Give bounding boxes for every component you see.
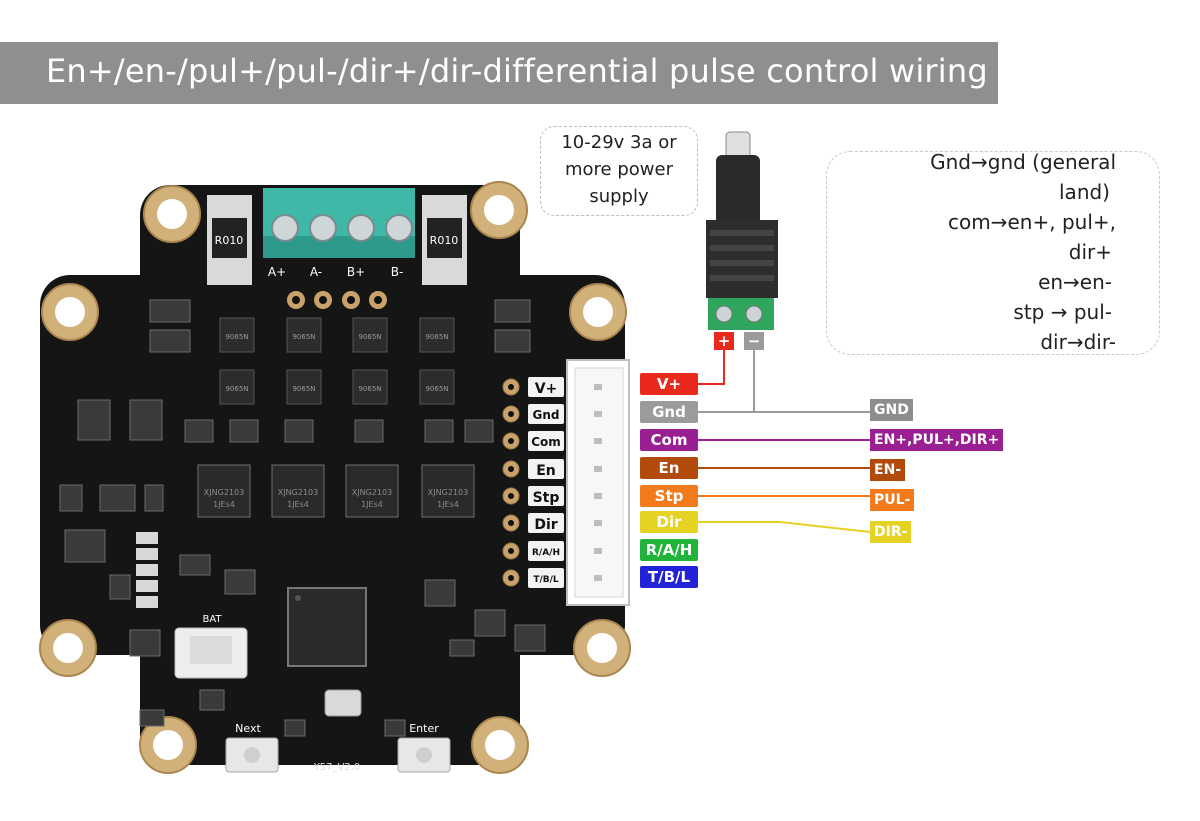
power-note-line: supply — [589, 186, 649, 207]
controller-label-pul-minus: PUL- — [870, 489, 915, 511]
minus-terminal-marker — [744, 332, 764, 350]
power-supply-note: 10-29v 3a or more power supply — [540, 126, 698, 216]
mosfet-marking: 9065N — [225, 333, 248, 341]
header-pin-label: Stp — [533, 490, 560, 506]
crystal-oscillator — [324, 689, 362, 717]
minus-terminal-label: − — [748, 332, 761, 350]
power-note-line: more power — [565, 159, 673, 180]
terminal-label-b-minus: B- — [391, 265, 404, 279]
header-pin-label: En — [536, 463, 556, 479]
pin-label-gnd: Gnd — [640, 401, 698, 423]
control-connector-housing — [566, 359, 630, 606]
smd-components — [59, 299, 546, 737]
terminal-label-b-plus: B+ — [347, 265, 365, 279]
enter-button[interactable] — [397, 737, 451, 773]
controller-label-gnd: GND — [870, 399, 913, 421]
header-pin-label: Gnd — [533, 408, 560, 422]
pin-label-stp: Stp — [640, 485, 698, 507]
controller-label-en-pul-dir-plus: EN+,PUL+,DIR+ — [870, 429, 1004, 451]
mosfet-marking: 9065N — [358, 385, 381, 393]
shunt-resistor-left — [207, 195, 252, 285]
wiring-note-line: stp → pul- — [1013, 300, 1112, 324]
controller-label-en-minus: EN- — [870, 459, 906, 481]
driver-ic-marking: XJNG2103 — [428, 488, 468, 497]
plus-terminal-label: + — [718, 332, 731, 350]
battery-label: BAT — [202, 614, 222, 625]
mosfet-marking: 9065N — [225, 385, 248, 393]
wiring-note-line: com→en+, pul+, — [948, 210, 1116, 234]
wiring-note-line: en→en- — [1038, 270, 1112, 294]
dc-barrel-jack — [706, 131, 778, 330]
next-button-label: Next — [235, 722, 261, 735]
pin-label-vplus: V+ — [640, 373, 698, 395]
driver-ic-marking: 1JEs4 — [437, 500, 459, 509]
driver-ic-marking: 1JEs4 — [361, 500, 383, 509]
wiring-note-line: land) — [1059, 180, 1110, 204]
pin-label-tbl: T/B/L — [640, 566, 698, 588]
driver-ic-marking: 1JEs4 — [287, 500, 309, 509]
driver-ic-marking: 1JEs4 — [213, 500, 235, 509]
diagram-title: En+/en-/pul+/pul-/dir+/dir-differential … — [46, 52, 988, 90]
motor-terminal-block — [263, 188, 415, 258]
driver-ic-marking: XJNG2103 — [352, 488, 392, 497]
mosfet-marking: 9065N — [292, 333, 315, 341]
header-pin-label: V+ — [535, 381, 558, 397]
shunt-resistor-label: R010 — [215, 234, 244, 247]
wiring-notes-box — [826, 151, 1160, 355]
pin-label-com: Com — [640, 429, 698, 451]
side-header-pads — [136, 532, 158, 608]
title-banner — [0, 42, 998, 104]
battery-connector — [174, 627, 248, 679]
shunt-resistor-right — [422, 195, 467, 285]
wiring-note-line: dir+ — [1068, 240, 1112, 264]
pin-label-dir: Dir — [640, 511, 698, 533]
wire-gnd — [698, 350, 755, 413]
board-version: Y57_V2.0 — [313, 762, 361, 773]
microcontroller-chip — [287, 587, 367, 667]
header-pin-label: T/B/L — [533, 575, 559, 585]
pin-label-en: En — [640, 457, 698, 479]
mosfet-marking: 9065N — [425, 333, 448, 341]
terminal-label-a-minus: A- — [310, 265, 322, 279]
mosfet-marking: 9065N — [292, 385, 315, 393]
mosfet-marking: 9065N — [358, 333, 381, 341]
wiring-note-line: Gnd→gnd (general — [930, 150, 1116, 174]
controller-label-dir-minus: DIR- — [870, 521, 912, 543]
next-button[interactable] — [225, 737, 279, 773]
header-pin-label: R/A/H — [532, 548, 560, 558]
wiring-note-line: dir→dir- — [1040, 330, 1116, 354]
pin-label-rah: R/A/H — [640, 539, 698, 561]
header-pin-label: Com — [531, 435, 561, 449]
wire-vplus — [698, 350, 725, 385]
driver-ic-marking: XJNG2103 — [278, 488, 318, 497]
mosfet-chips — [219, 317, 455, 405]
mosfet-marking: 9065N — [425, 385, 448, 393]
header-pin-label: Dir — [534, 517, 557, 533]
wire-dir — [698, 521, 871, 533]
driver-ic-marking: XJNG2103 — [204, 488, 244, 497]
shunt-resistor-label: R010 — [430, 234, 459, 247]
plus-terminal-marker — [714, 332, 734, 350]
terminal-label-a-plus: A+ — [268, 265, 286, 279]
power-note-line: 10-29v 3a or — [561, 132, 677, 153]
enter-button-label: Enter — [409, 722, 439, 735]
gate-driver-chips — [197, 464, 475, 518]
